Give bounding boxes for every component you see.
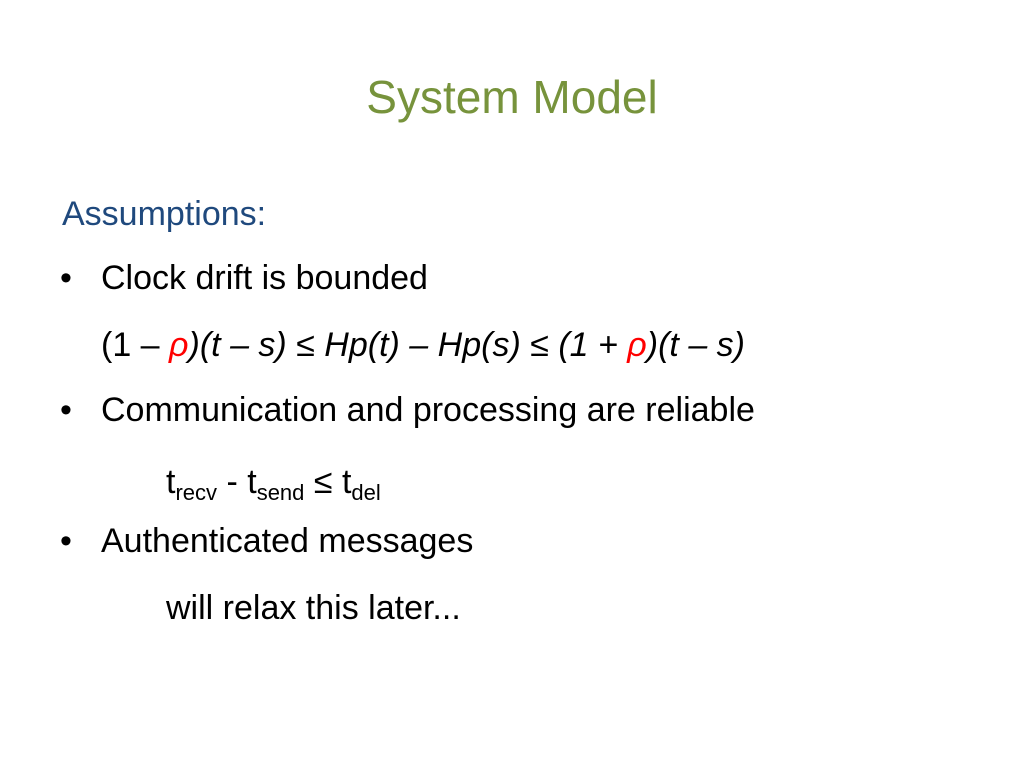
- bullet-clock-drift: Clock drift is bounded: [101, 259, 428, 297]
- assumptions-heading: Assumptions:: [62, 195, 267, 233]
- t-recv-base: t: [166, 463, 176, 501]
- bullet-icon: •: [60, 391, 72, 429]
- t-recv-sub: recv: [175, 480, 218, 505]
- bullet-icon: •: [60, 522, 72, 560]
- formula-close: )(t – s): [646, 326, 745, 364]
- relax-note: will relax this later...: [166, 589, 461, 627]
- clock-drift-formula: (1 – ρ)(t – s) ≤ Hp(t) – Hp(s) ≤ (1 + ρ)…: [101, 323, 745, 367]
- formula-open: (1 –: [101, 326, 170, 364]
- t-send-base: - t: [217, 463, 257, 501]
- t-del-sub: del: [351, 480, 381, 505]
- bullet-icon: •: [60, 259, 72, 297]
- bullet-authenticated: Authenticated messages: [101, 522, 474, 560]
- t-send-sub: send: [256, 480, 305, 505]
- rho-symbol-2: ρ: [627, 326, 647, 364]
- t-del-base: ≤ t: [304, 463, 352, 501]
- delivery-bound-formula: trecv - tsend ≤ tdel: [166, 460, 381, 504]
- slide-title: System Model: [366, 71, 658, 123]
- rho-symbol: ρ: [169, 326, 189, 364]
- formula-middle: )(t – s) ≤ Hp(t) – Hp(s) ≤ (1 +: [188, 326, 628, 364]
- bullet-communication: Communication and processing are reliabl…: [101, 391, 755, 429]
